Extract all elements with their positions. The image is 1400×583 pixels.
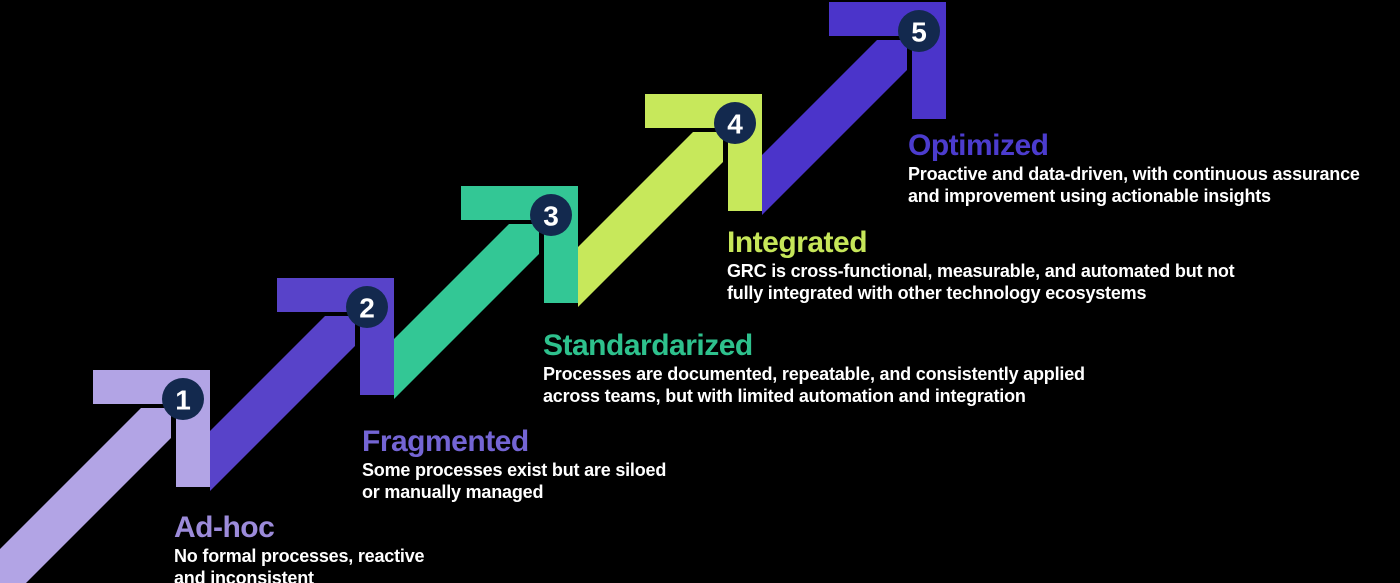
stage-description: No formal processes, reactive and incons…: [174, 546, 425, 583]
stage-number: 1: [175, 385, 191, 416]
stage-block-standardarized: Standardarized Processes are documented,…: [543, 331, 1085, 407]
maturity-arrow-4: 4: [578, 94, 762, 307]
stage-number-badge: [898, 10, 940, 52]
stage-number: 3: [543, 201, 559, 232]
maturity-arrow-3: 3: [394, 186, 578, 399]
stage-description: Processes are documented, repeatable, an…: [543, 364, 1085, 406]
arrow-shaft: [394, 224, 539, 399]
stage-description: Proactive and data-driven, with continuo…: [908, 164, 1360, 206]
arrow-shaft: [210, 316, 355, 491]
stage-number-badge: [162, 378, 204, 420]
stage-block-ad-hoc: Ad-hoc No formal processes, reactive and…: [174, 511, 425, 583]
stage-title: Fragmented: [362, 425, 529, 458]
stage-description: Some processes exist but are siloed or m…: [362, 460, 667, 502]
maturity-arrow-2: 2: [210, 278, 394, 491]
stage-block-fragmented: Fragmented Some processes exist but are …: [362, 427, 666, 503]
stage-number-badge: [714, 102, 756, 144]
stage-number-badge: [530, 194, 572, 236]
stage-block-optimized: Optimized Proactive and data-driven, wit…: [908, 131, 1360, 207]
arrow-shaft: [0, 408, 171, 583]
stage-title: Standardarized: [543, 329, 753, 362]
stage-title: Integrated: [727, 226, 868, 259]
stage-title: Optimized: [908, 129, 1049, 162]
stage-number: 2: [359, 293, 375, 324]
stage-number: 5: [911, 17, 927, 48]
stage-number: 4: [727, 109, 743, 140]
stage-description: GRC is cross-functional, measurable, and…: [727, 261, 1235, 303]
arrow-shaft: [578, 132, 723, 307]
stage-title: Ad-hoc: [174, 511, 275, 544]
stage-number-badge: [346, 286, 388, 328]
maturity-arrow-1: 1: [0, 370, 210, 583]
arrow-shaft: [762, 40, 907, 215]
maturity-arrow-5: 5: [762, 2, 946, 215]
stage-block-integrated: Integrated GRC is cross-functional, meas…: [727, 226, 1235, 304]
